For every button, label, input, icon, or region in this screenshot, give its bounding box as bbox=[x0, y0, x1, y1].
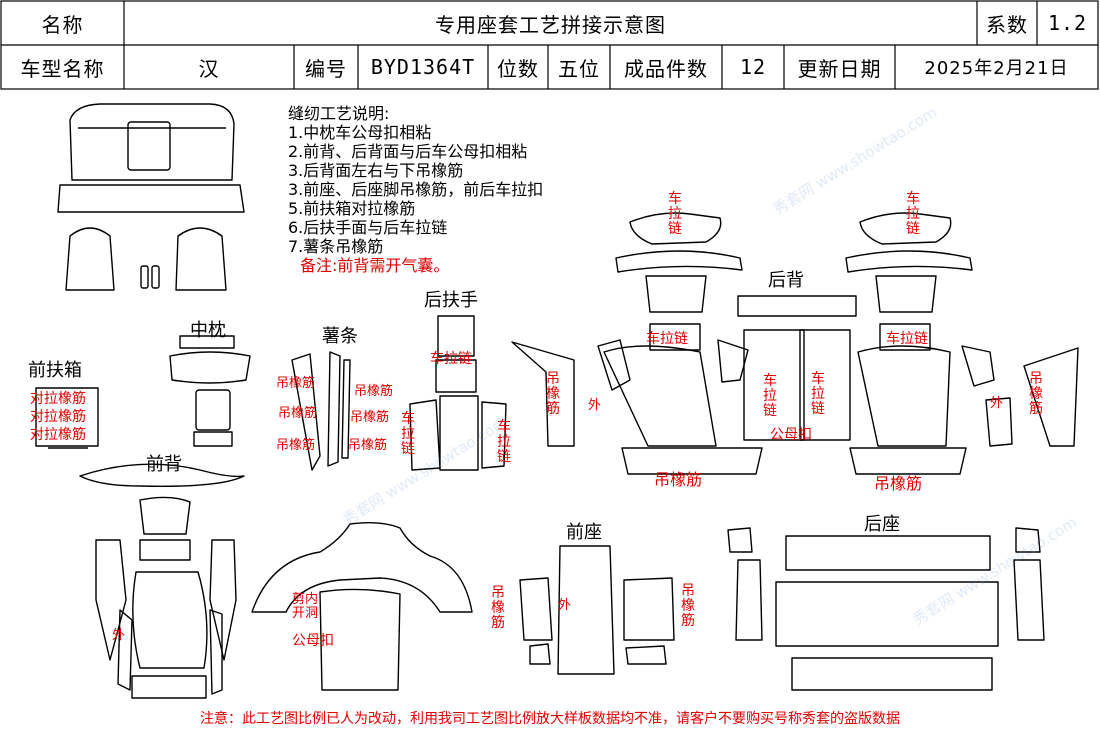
hang-elastic-label-vertical: 吊橡筋 bbox=[681, 583, 695, 629]
model-label: 车型名称 bbox=[20, 56, 105, 81]
hang-elastic-label: 吊橡筋 bbox=[654, 470, 703, 489]
date-value: 2025年2月21日 bbox=[924, 58, 1069, 79]
cut-inner-label: 剪内 bbox=[292, 592, 319, 607]
code-value: BYD1364T bbox=[370, 55, 476, 79]
hang-elastic-label-vertical: 吊橡筋 bbox=[546, 371, 560, 417]
hang-elastic-label: 吊橡筋 bbox=[350, 410, 390, 425]
section-rear-seat: 后座 bbox=[864, 514, 900, 535]
pieces-value: 12 bbox=[739, 55, 767, 79]
section-rear-back: 后背 bbox=[768, 270, 804, 291]
male-female-buckle-label: 公母扣 bbox=[292, 633, 334, 649]
factor-value: 1.2 bbox=[1047, 11, 1088, 35]
open-hole-label: 开洞 bbox=[292, 606, 319, 621]
rear-back-drawing bbox=[511, 212, 1079, 475]
zipper-label-vertical: 车拉链 bbox=[763, 373, 777, 419]
sewing-notes: 缝纫工艺说明: 1.中枕车公母扣相粘 2.前背、后背面与后车公母扣相粘 3.后背… bbox=[288, 104, 543, 275]
section-rear-armrest: 后扶手 bbox=[424, 290, 478, 311]
section-headrest: 中枕 bbox=[190, 320, 226, 341]
hang-elastic-label: 吊橡筋 bbox=[276, 438, 316, 453]
note-item: 3.后背面左右与下吊橡筋 bbox=[288, 161, 464, 180]
notes-remark: 备注:前背需开气囊。 bbox=[300, 256, 450, 275]
zipper-label: 车拉链 bbox=[886, 331, 928, 347]
note-item: 2.前背、后背面与后车公母扣相粘 bbox=[288, 142, 528, 161]
header-grid bbox=[0, 0, 1099, 90]
front-armrest-box-drawing bbox=[35, 387, 99, 449]
name-label: 名称 bbox=[41, 12, 84, 37]
section-front-back: 前背 bbox=[146, 454, 182, 475]
hang-elastic-label: 吊橡筋 bbox=[874, 474, 923, 493]
note-item: 5.前扶箱对拉橡筋 bbox=[288, 199, 416, 218]
rear-seat-drawing bbox=[727, 527, 1045, 691]
section-front-armrest-box: 前扶箱 bbox=[28, 360, 82, 381]
notes-title: 缝纫工艺说明: bbox=[288, 104, 390, 123]
hang-elastic-label-vertical: 吊橡筋 bbox=[491, 585, 505, 631]
hang-elastic-label: 吊橡筋 bbox=[276, 376, 316, 391]
note-item: 6.后扶手面与后车拉链 bbox=[288, 218, 448, 237]
zipper-label-vertical: 车拉链 bbox=[906, 191, 920, 237]
code-label: 编号 bbox=[305, 56, 347, 81]
zipper-label-vertical: 车拉链 bbox=[811, 371, 825, 417]
seats-value: 五位 bbox=[558, 56, 600, 81]
footer-notice: 注意：此工艺图比例已人为改动，利用我司工艺图比例放大样板数据均不准，请客户不要购… bbox=[200, 711, 900, 727]
fries-drawing bbox=[291, 351, 351, 471]
factor-label: 系数 bbox=[986, 12, 1028, 37]
zipper-label-vertical: 车拉链 bbox=[497, 419, 511, 465]
tie-elastic-label: 对拉橡筋 bbox=[30, 391, 86, 407]
model-value: 汉 bbox=[198, 56, 220, 81]
date-label: 更新日期 bbox=[797, 56, 882, 81]
hang-elastic-label: 吊橡筋 bbox=[278, 406, 318, 421]
front-back-drawing bbox=[79, 463, 473, 699]
male-female-buckle-label: 公母扣 bbox=[770, 427, 812, 443]
outer-label: 外 bbox=[558, 598, 572, 613]
hang-elastic-label: 吊橡筋 bbox=[354, 384, 394, 399]
note-item: 1.中枕车公母扣相粘 bbox=[288, 123, 432, 142]
seats-label: 位数 bbox=[497, 56, 539, 81]
zipper-label-vertical: 车拉链 bbox=[401, 411, 415, 457]
zipper-label: 车拉链 bbox=[646, 331, 688, 347]
hang-elastic-label-vertical: 吊橡筋 bbox=[1029, 371, 1043, 417]
front-seat-drawing bbox=[519, 545, 675, 675]
note-item: 3.前座、后座脚吊橡筋，前后车拉扣 bbox=[288, 180, 544, 199]
outer-label: 外 bbox=[990, 396, 1004, 411]
section-fries: 薯条 bbox=[322, 326, 358, 347]
outer-label: 外 bbox=[112, 628, 126, 643]
pieces-label: 成品件数 bbox=[624, 56, 708, 81]
note-item: 7.薯条吊橡筋 bbox=[288, 237, 384, 256]
headrest-drawing bbox=[169, 335, 251, 447]
zipper-label: 车拉链 bbox=[430, 351, 472, 367]
outer-label: 外 bbox=[588, 398, 602, 413]
tie-elastic-label: 对拉橡筋 bbox=[30, 427, 86, 443]
seat-overview-drawing bbox=[57, 103, 245, 291]
tie-elastic-label: 对拉橡筋 bbox=[30, 409, 86, 425]
zipper-label-vertical: 车拉链 bbox=[668, 191, 682, 237]
rear-armrest-drawing bbox=[409, 315, 507, 471]
hang-elastic-label: 吊橡筋 bbox=[348, 438, 388, 453]
page-title: 专用座套工艺拼接示意图 bbox=[435, 12, 666, 37]
section-front-seat: 前座 bbox=[566, 522, 602, 543]
